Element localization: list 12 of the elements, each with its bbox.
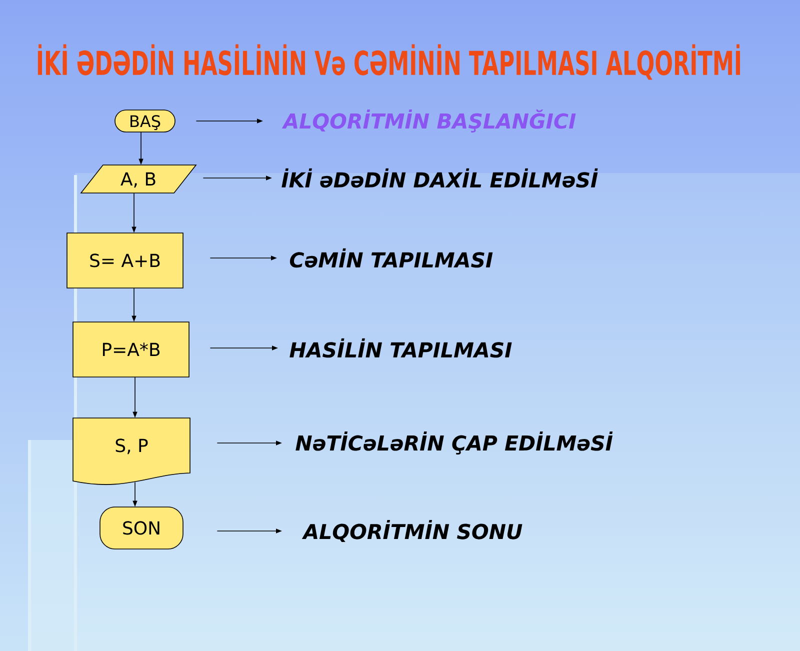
- terminator-box: SON: [100, 506, 184, 550]
- terminator-box: BAŞ: [114, 110, 176, 132]
- description-text: ALQORİTMİN SONU: [302, 520, 522, 542]
- description-text: HASİLİN TAPILMASI: [290, 338, 512, 358]
- description-text: ALQORİTMİN BAŞLANĞICI: [282, 110, 576, 133]
- process-box: S= A+B: [66, 232, 184, 288]
- process-box: P=A*B: [72, 322, 190, 378]
- document-box: S, P: [72, 418, 190, 485]
- description-text: İKİ əDəDİN DAXİL EDİLMəSİ: [282, 168, 598, 188]
- description-text: NəTİCəLəRİN ÇAP EDİLMəSİ: [296, 432, 613, 455]
- description-text: CəMİN TAPILMASI: [290, 248, 493, 268]
- title: İKİ ƏDƏDİN HASİLİNİN Və CƏMİNİN TAPILMASI ALQORİTMİ: [38, 44, 740, 80]
